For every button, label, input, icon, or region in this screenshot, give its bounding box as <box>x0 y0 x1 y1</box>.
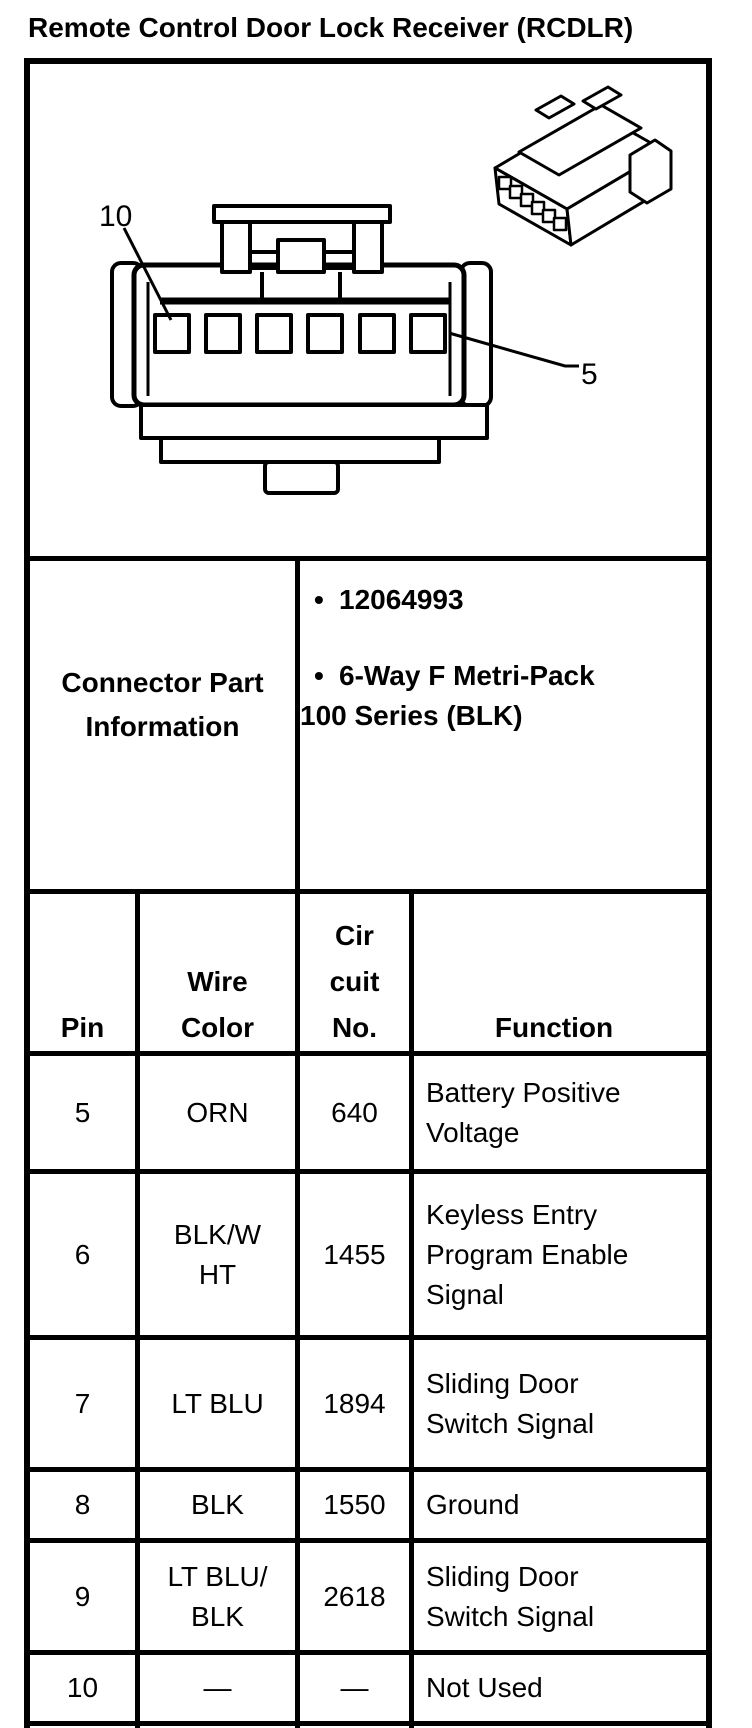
rule-row4-bottom <box>24 1538 712 1543</box>
rule-diagram-bottom <box>24 556 712 561</box>
frame-top-border <box>24 58 712 64</box>
pin5-label: 5 <box>581 358 598 391</box>
rule-header-bottom <box>24 1051 712 1056</box>
iso-latch-tab-right <box>581 85 623 111</box>
connector-type-line2: 100 Series (BLK) <box>300 700 523 731</box>
header-wire-color: Wire Color <box>180 966 255 1043</box>
table-row-function: Sliding Door Switch Signal <box>426 1560 595 1632</box>
pin-cavity-9 <box>204 313 242 354</box>
header-circuit-no: Cir cuit No. <box>329 920 380 1043</box>
table-row-wire: — <box>203 1672 232 1703</box>
pin-cavity-10 <box>153 313 191 354</box>
iso-latch-tab-left <box>534 94 576 120</box>
rule-row3-bottom <box>24 1467 712 1472</box>
bullet-icon: • <box>314 660 324 691</box>
table-row-circuit: 1550 <box>323 1489 386 1520</box>
table-row-circuit: — <box>340 1672 369 1703</box>
bottom-plate-outer <box>139 403 489 440</box>
connector-front-view <box>110 204 493 495</box>
connector-type-item: • 6-Way F Metri-Pack 100 Series (BLK) <box>300 656 706 736</box>
divider-wire-circuit <box>295 556 300 1728</box>
part-number: 12064993 <box>339 584 464 615</box>
part-info-heading: Connector Part Information <box>61 667 264 742</box>
rule-row5-bottom <box>24 1650 712 1655</box>
table-row-pin: 9 <box>74 1580 91 1612</box>
latch-left-wing <box>220 220 252 274</box>
header-function: Function <box>494 1012 614 1043</box>
bullet-icon: • <box>314 584 324 615</box>
table-row-wire: BLK/W HT <box>173 1218 262 1290</box>
table-row-circuit: 1455 <box>323 1238 386 1270</box>
latch-top-bar <box>212 204 392 224</box>
iso-latch-lever <box>517 103 643 177</box>
connector-diagram: 10 5 <box>99 85 673 495</box>
table-row-pin: 7 <box>74 1387 91 1419</box>
connector-type-line1: 6-Way F Metri-Pack <box>339 660 595 691</box>
table-row-function: Keyless Entry Program Enable Signal <box>426 1198 629 1310</box>
leader-line-pin10 <box>122 227 173 321</box>
pin-cavity-6 <box>358 313 396 354</box>
pin-cavity-7 <box>306 313 344 354</box>
latch-center <box>276 238 326 274</box>
iso-end-block <box>628 138 673 205</box>
rule-row6-bottom <box>24 1721 712 1726</box>
part-number-item: • 12064993 <box>300 580 706 620</box>
table-row-pin: 6 <box>74 1238 91 1270</box>
table-row-function: Sliding Door Switch Signal <box>426 1367 595 1439</box>
table-row-pin: 8 <box>74 1489 91 1520</box>
divider-pin-wire <box>135 889 140 1728</box>
pin-cavity-5 <box>409 313 447 354</box>
pin-cavity-8 <box>255 313 293 354</box>
pin-cavities <box>153 313 447 354</box>
latch-right-wing <box>352 220 384 274</box>
header-pin: Pin <box>60 1012 105 1043</box>
table-row-wire: BLK <box>191 1489 244 1520</box>
pin10-label: 10 <box>99 200 132 233</box>
iso-pin-cavities <box>497 175 568 232</box>
divider-circuit-function <box>409 889 414 1728</box>
table-row-wire: LT BLU <box>171 1387 264 1419</box>
table-row-pin: 5 <box>74 1096 91 1128</box>
bottom-center-tab <box>263 460 340 495</box>
rule-row1-bottom <box>24 1169 712 1174</box>
table-row-circuit: 2618 <box>323 1580 386 1612</box>
table-row-wire: ORN <box>186 1096 249 1128</box>
page-title: Remote Control Door Lock Receiver (RCDLR… <box>28 12 634 43</box>
bottom-plate-inner <box>159 436 441 464</box>
table-row-function: Battery Positive Voltage <box>426 1076 621 1148</box>
table-row-circuit: 640 <box>331 1096 378 1128</box>
connector-isometric-view <box>493 85 673 247</box>
table-row-function: Not Used <box>426 1672 543 1703</box>
table-row-circuit: 1894 <box>323 1387 386 1419</box>
table-row-function: Ground <box>426 1489 520 1520</box>
rule-partinfo-bottom <box>24 889 712 894</box>
part-info-details: • 12064993 • 6-Way F Metri-Pack 100 Seri… <box>300 561 706 884</box>
table-row-pin: 10 <box>66 1672 99 1703</box>
rule-row2-bottom <box>24 1335 712 1340</box>
table-row-wire: LT BLU/ BLK <box>167 1560 268 1632</box>
leader-line-pin5 <box>448 331 579 368</box>
pin-callouts: 10 5 <box>99 200 598 391</box>
